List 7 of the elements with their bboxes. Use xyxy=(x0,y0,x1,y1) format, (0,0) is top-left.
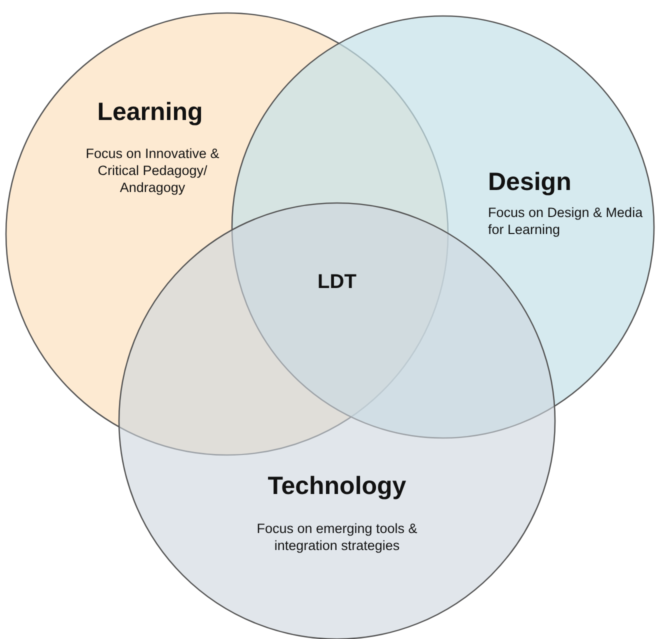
circle-description: Focus on emerging tools & integration strategies xyxy=(256,520,418,554)
circle-description: Focus on Design & Media for Learning xyxy=(488,204,644,238)
circle-heading: Learning xyxy=(96,98,204,127)
circle-heading: Design xyxy=(488,168,572,197)
circle-description: Focus on Innovative & Critical Pedagogy/ Andragogy xyxy=(84,145,220,196)
circle-heading: Technology xyxy=(266,472,408,501)
intersection-label: LDT xyxy=(316,271,358,294)
